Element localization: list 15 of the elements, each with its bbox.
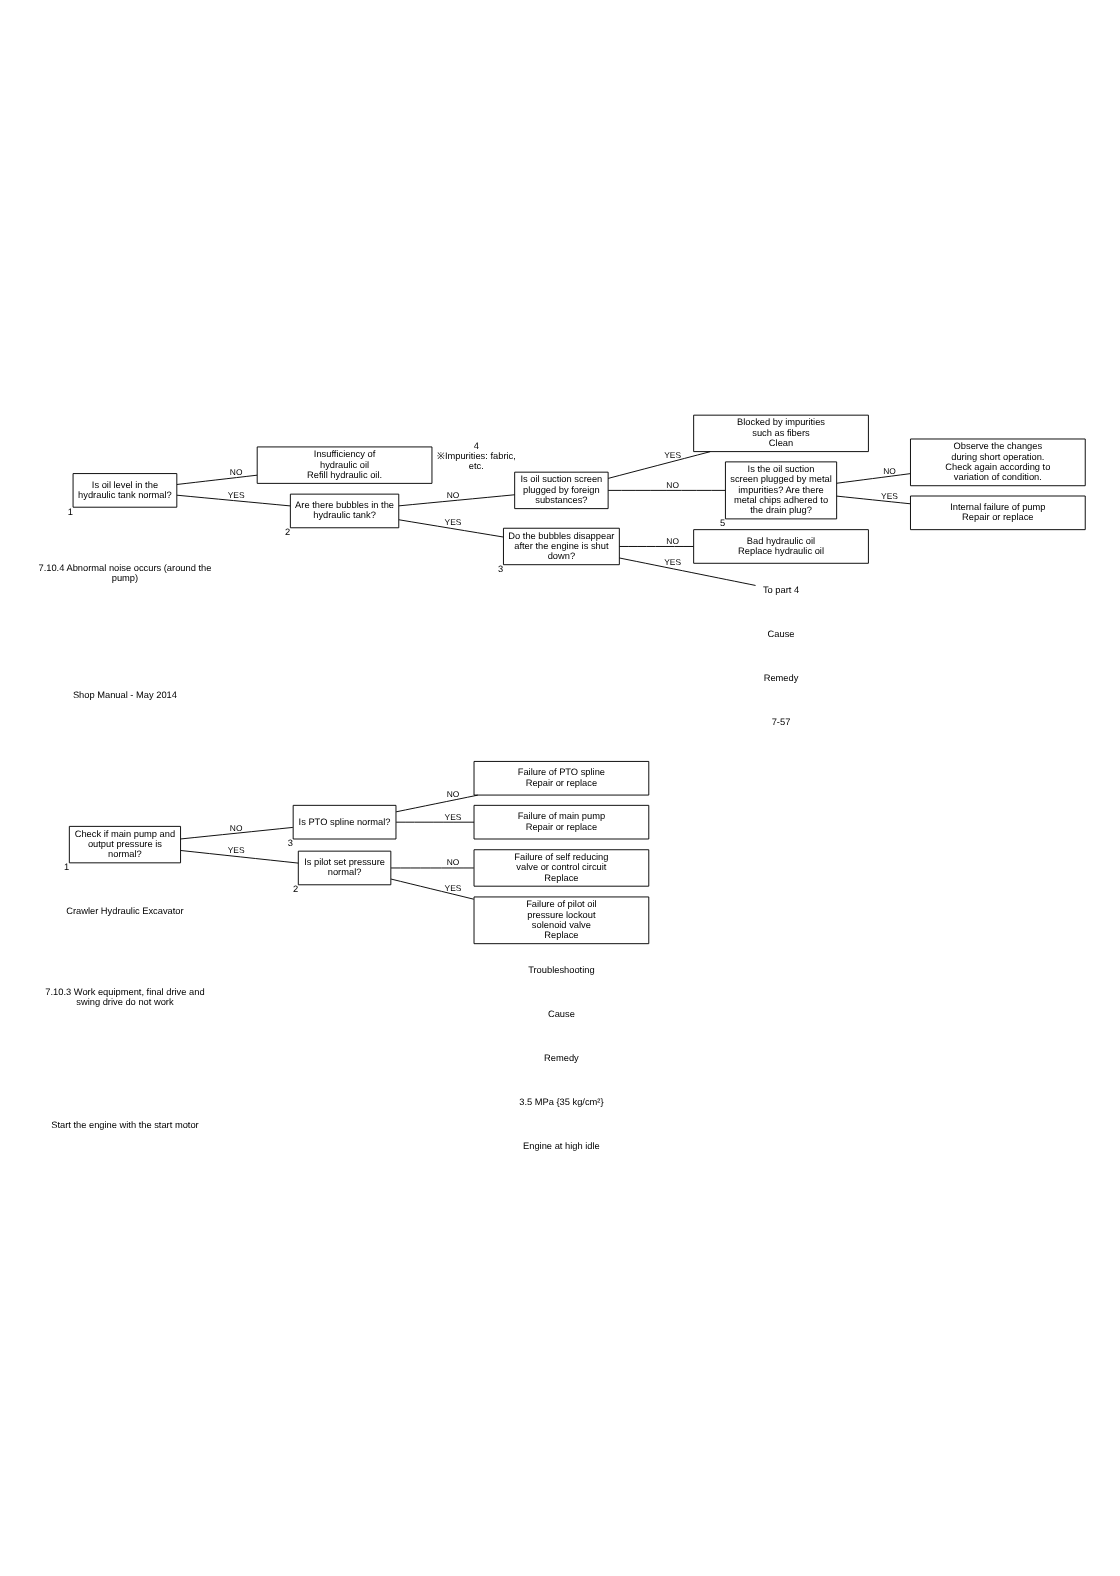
connector — [180, 849, 299, 863]
connector — [398, 493, 516, 506]
connector — [836, 472, 911, 483]
connector — [607, 488, 726, 490]
connector — [176, 473, 258, 484]
connector — [180, 825, 294, 839]
connector — [836, 494, 911, 504]
connector — [619, 545, 694, 546]
connector — [398, 518, 504, 537]
connector — [176, 493, 291, 506]
connector — [607, 450, 711, 478]
connector — [395, 793, 479, 812]
connector — [390, 877, 475, 899]
connector — [619, 556, 757, 585]
connector — [395, 820, 475, 822]
